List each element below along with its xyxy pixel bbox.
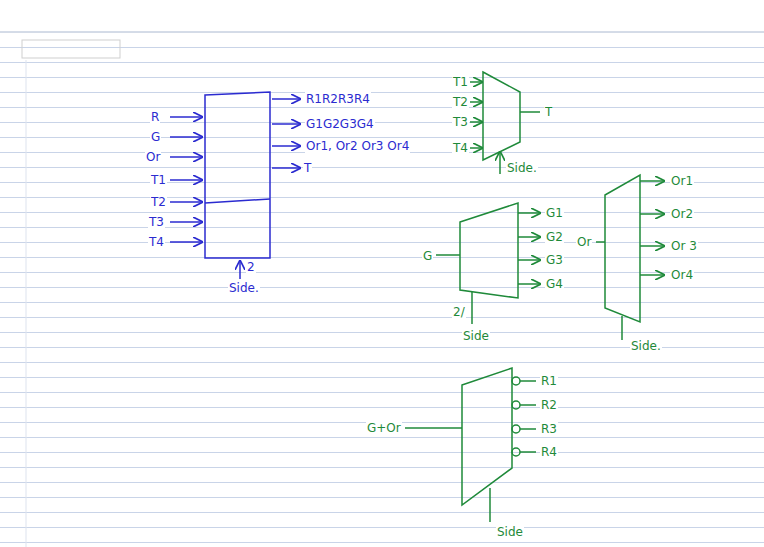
output-arrow [518, 212, 540, 214]
output-line [520, 111, 540, 113]
signal-label: Side. [228, 280, 260, 296]
input-line [436, 254, 460, 256]
output-arrow [640, 274, 664, 276]
signal-label: T1 [452, 74, 469, 90]
signal-label: Or [145, 149, 161, 165]
input-arrow [170, 156, 202, 158]
signal-label: T [303, 160, 312, 176]
demultiplexer [460, 203, 518, 298]
select-line [489, 488, 491, 522]
inversion-bubble [512, 425, 520, 433]
output-arrow [272, 145, 300, 147]
signal-label: G [422, 248, 433, 264]
input-arrow [170, 136, 202, 138]
signal-label: T1 [150, 172, 167, 188]
inversion-bubble [512, 377, 520, 385]
signal-label: T4 [148, 234, 165, 250]
signal-label: R [150, 109, 160, 125]
signal-label: T4 [452, 140, 469, 156]
input-arrow [170, 201, 202, 203]
signal-label: T2 [150, 194, 167, 210]
signal-label: 2 [246, 259, 256, 275]
demultiplexer [462, 368, 512, 505]
signal-label: Or1, Or2 Or3 Or4 [305, 138, 410, 154]
input-arrow [170, 241, 202, 243]
multiplexer [483, 72, 520, 160]
output-arrow [272, 167, 300, 169]
controller-box [205, 92, 270, 258]
output-line [520, 380, 536, 382]
signal-label: G+Or [366, 420, 402, 436]
signal-label: T3 [452, 114, 469, 130]
signal-label: G4 [545, 276, 564, 292]
mux-diagrams [405, 72, 664, 522]
output-arrow [272, 98, 300, 100]
signal-label: Side. [506, 160, 538, 176]
top-rule [0, 32, 764, 33]
signal-label: R4 [540, 444, 558, 460]
header-box [22, 40, 120, 58]
block-diagram [170, 92, 300, 279]
signal-label: T3 [148, 214, 165, 230]
input-arrow [470, 121, 482, 123]
signal-label: T2 [452, 94, 469, 110]
signal-label: Side [496, 524, 524, 540]
signal-label: Or [576, 234, 592, 250]
signal-label: Or2 [670, 206, 694, 222]
input-line [405, 427, 462, 429]
signal-label: 2/ [452, 304, 466, 320]
input-arrow [470, 147, 482, 149]
input-arrow [470, 81, 482, 83]
output-arrow [640, 245, 664, 247]
signal-label: G [150, 129, 161, 145]
output-arrow [518, 236, 540, 238]
input-arrow [170, 179, 202, 181]
signal-label: Side [462, 328, 490, 344]
select-line [499, 152, 501, 174]
output-arrow [518, 259, 540, 261]
signal-label: G3 [545, 252, 564, 268]
demultiplexer [605, 175, 640, 322]
output-arrow [272, 123, 300, 125]
signal-label: G1 [545, 205, 564, 221]
signal-label: Or1 [670, 173, 694, 189]
output-line [520, 404, 536, 406]
signal-label: Or 3 [670, 238, 698, 254]
signal-label: Side. [630, 338, 662, 354]
select-arrow [239, 261, 241, 279]
output-arrow [640, 180, 664, 182]
signal-label: G1G2G3G4 [305, 116, 375, 132]
ruled-lines [0, 33, 764, 547]
box-divider [205, 199, 270, 203]
select-line [621, 316, 623, 340]
signal-label: R1R2R3R4 [305, 91, 371, 107]
output-line [520, 451, 536, 453]
signal-label: Or4 [670, 267, 694, 283]
signal-label: T [544, 104, 553, 120]
output-arrow [640, 213, 664, 215]
input-line [596, 241, 605, 243]
inversion-bubble [512, 448, 520, 456]
input-arrow [170, 221, 202, 223]
inversion-bubble [512, 401, 520, 409]
input-arrow [170, 116, 202, 118]
margin-line [26, 60, 27, 547]
signal-label: R1 [540, 373, 558, 389]
select-line [471, 292, 473, 324]
output-arrow [518, 283, 540, 285]
signal-label: R3 [540, 421, 558, 437]
output-line [520, 428, 536, 430]
signal-label: R2 [540, 397, 558, 413]
input-arrow [470, 101, 482, 103]
signal-label: G2 [545, 229, 564, 245]
